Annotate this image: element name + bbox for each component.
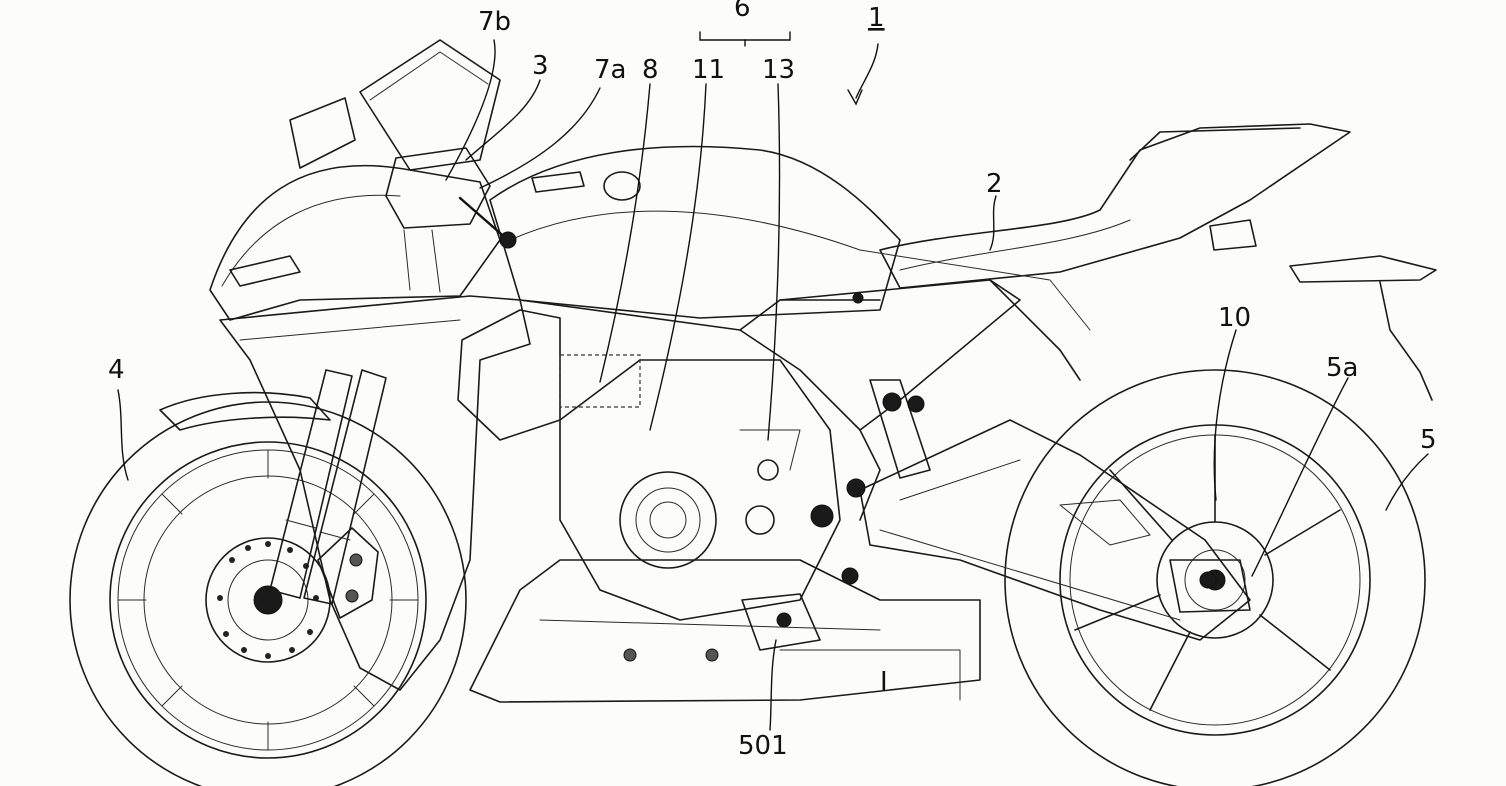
fuel-tank <box>489 145 901 319</box>
rear-wheel <box>1004 369 1426 786</box>
label-501: 501 <box>738 731 788 761</box>
swingarm <box>859 419 1251 641</box>
label-8: 8 <box>642 55 659 85</box>
label-5a: 5a <box>1326 353 1358 383</box>
front-fork <box>269 369 387 605</box>
label-10: 10 <box>1218 303 1251 333</box>
label-5: 5 <box>1420 425 1437 455</box>
label-1: 1 <box>868 3 885 33</box>
label-13: 13 <box>762 55 795 85</box>
label-4: 4 <box>108 355 125 385</box>
leader-lines <box>117 31 1429 731</box>
label-3: 3 <box>532 51 549 81</box>
label-2: 2 <box>986 169 1003 199</box>
label-I: I <box>880 667 888 697</box>
reference-numerals: 7b 6 1 3 7a 8 11 13 2 10 4 5a 5 I 501 <box>108 0 1437 761</box>
label-7b: 7b <box>478 7 511 37</box>
label-11: 11 <box>692 55 725 85</box>
control-unit-outline <box>559 354 641 408</box>
engine <box>457 309 981 703</box>
front-fender <box>159 391 331 431</box>
label-6: 6 <box>734 0 751 23</box>
frame <box>519 249 1091 585</box>
handlebar <box>385 147 517 293</box>
seat-tail <box>879 123 1437 401</box>
front-wheel <box>69 401 467 786</box>
label-7a: 7a <box>594 55 626 85</box>
